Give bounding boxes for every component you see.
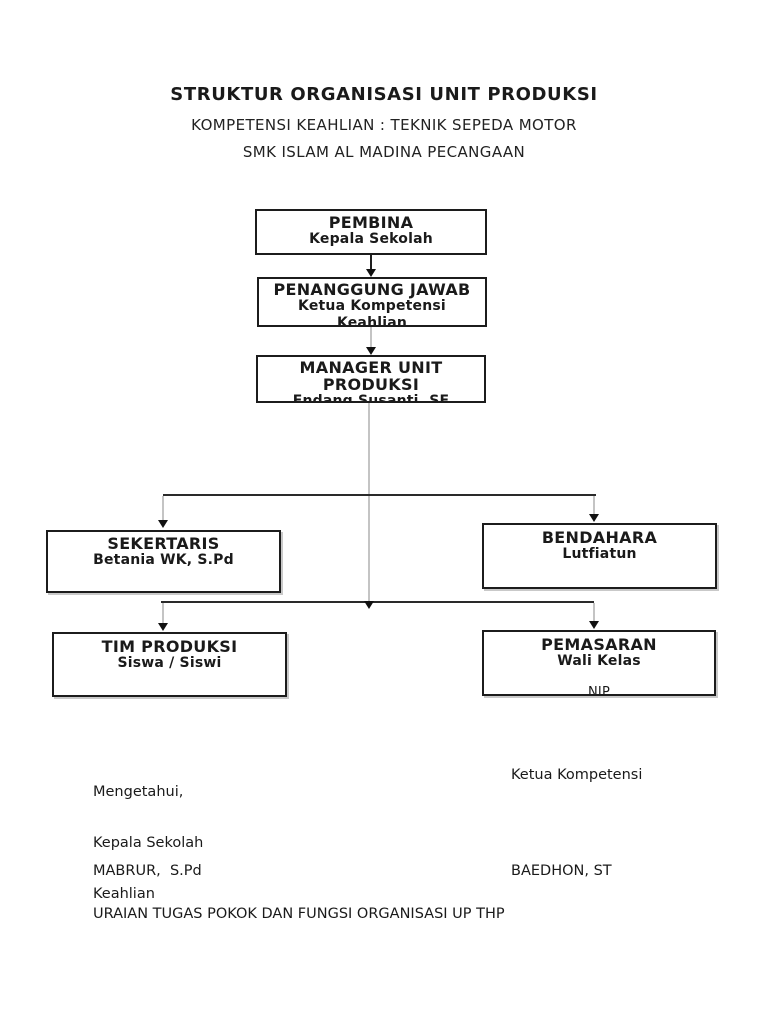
node-pemasaran-person: Wali Kelas — [557, 653, 641, 669]
subtitle-school: SMK ISLAM AL MADINA PECANGAAN — [242, 143, 526, 161]
page-title: STRUKTUR ORGANISASI UNIT PRODUKSI — [170, 84, 598, 105]
node-pembina-title: PEMBINA — [328, 213, 414, 232]
branch-bar-lower — [161, 601, 594, 603]
node-manager-title-line2: PRODUKSI — [322, 375, 420, 394]
node-sekertaris: SEKERTARIS Betania WK, S.Pd — [46, 530, 281, 593]
node-bendahara-person: Lutfiatun — [562, 546, 637, 562]
arrowhead-trunk-end — [364, 601, 374, 609]
node-manager: MANAGER UNIT PRODUKSI Endang Susanti, SE — [256, 355, 486, 403]
node-manager-person: Endang Susanti, SE — [292, 393, 450, 403]
bottom-note: URAIAN TUGAS POKOK DAN FUNGSI ORGANISASI… — [93, 906, 505, 922]
node-tim-produksi: TIM PRODUKSI Siswa / Siswi — [52, 632, 287, 697]
node-manager-title-line1: MANAGER UNIT — [299, 358, 443, 377]
node-penanggung-person-line2: Keahlian — [336, 315, 408, 327]
connector-to-bendahara — [593, 496, 595, 514]
connector-to-tim-produksi — [162, 603, 164, 623]
connector-to-pemasaran — [593, 603, 595, 621]
node-pemasaran-nip: NIP — [588, 685, 610, 696]
arrowhead-manager — [366, 347, 376, 355]
node-pemasaran: PEMASARAN Wali Kelas NIP — [482, 630, 716, 696]
arrowhead-penanggung — [366, 269, 376, 277]
node-bendahara: BENDAHARA Lutfiatun — [482, 523, 717, 589]
mengetahui-label: Mengetahui, — [93, 784, 184, 800]
arrowhead-bendahara — [589, 514, 599, 522]
node-sekertaris-title: SEKERTARIS — [107, 534, 220, 553]
node-penanggung-title: PENANGGUNG JAWAB — [273, 280, 471, 299]
signature-left-name: MABRUR, S.Pd — [93, 863, 202, 879]
node-pembina-person: Kepala Sekolah — [309, 231, 433, 247]
branch-bar-upper — [163, 494, 596, 496]
arrowhead-pemasaran — [589, 621, 599, 629]
node-penanggung-person-line1: Ketua Kompetensi — [298, 298, 446, 314]
keahlian-label: Keahlian — [93, 886, 155, 902]
connector-manager-trunk — [368, 403, 370, 601]
arrowhead-tim-produksi — [158, 623, 168, 631]
signature-right-heading: Ketua Kompetensi — [511, 767, 643, 783]
node-tim-produksi-title: TIM PRODUKSI — [101, 637, 238, 656]
connector-to-sekertaris — [162, 496, 164, 520]
node-pembina: PEMBINA Kepala Sekolah — [255, 209, 487, 255]
node-bendahara-title: BENDAHARA — [541, 528, 658, 547]
connector-pembina-penanggung — [370, 255, 372, 270]
signature-left-heading: Mengetahui, Kepala Sekolah Keahlian — [93, 750, 203, 937]
node-sekertaris-person: Betania WK, S.Pd — [93, 552, 234, 568]
node-pemasaran-title: PEMASARAN — [541, 635, 657, 654]
arrowhead-sekertaris — [158, 520, 168, 528]
kepala-sekolah-label: Kepala Sekolah — [93, 835, 204, 851]
connector-penanggung-manager — [370, 327, 372, 348]
node-penanggung-jawab: PENANGGUNG JAWAB Ketua Kompetensi Keahli… — [257, 277, 487, 327]
signature-right-name: BAEDHON, ST — [511, 863, 612, 879]
subtitle-competency: KOMPETENSI KEAHLIAN : TEKNIK SEPEDA MOTO… — [191, 116, 577, 134]
node-tim-produksi-person: Siswa / Siswi — [117, 655, 222, 671]
